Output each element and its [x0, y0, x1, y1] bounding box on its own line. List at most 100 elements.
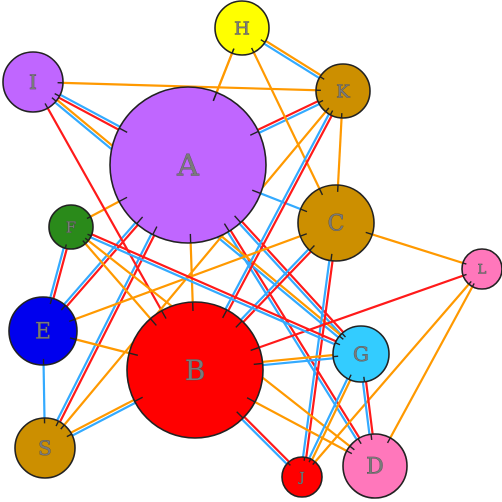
- node-label-s: S: [38, 436, 52, 460]
- node-i[interactable]: I: [2, 51, 64, 113]
- port-tick: [249, 130, 259, 136]
- edge-stroke: [71, 224, 363, 354]
- port-tick: [231, 48, 235, 54]
- node-circle: [332, 325, 390, 383]
- port-tick: [66, 433, 72, 438]
- node-label-g: G: [353, 342, 369, 366]
- edge-stroke: [299, 222, 336, 477]
- port-tick: [329, 110, 334, 116]
- port-tick: [370, 434, 373, 441]
- node-label-d: D: [366, 455, 384, 480]
- node-s[interactable]: S: [14, 417, 76, 479]
- node-circle: [48, 204, 94, 250]
- port-tick: [330, 253, 333, 261]
- port-tick: [222, 309, 228, 319]
- port-tick: [300, 233, 308, 237]
- port-tick: [260, 39, 266, 43]
- node-circle: [315, 63, 371, 119]
- port-tick: [312, 461, 316, 466]
- port-tick: [462, 273, 467, 277]
- node-a[interactable]: A: [109, 86, 267, 244]
- port-tick: [335, 342, 341, 346]
- node-circle: [109, 86, 267, 244]
- edge-c-j: [299, 222, 339, 478]
- node-b[interactable]: B: [126, 301, 264, 439]
- port-tick: [325, 107, 330, 113]
- node-c[interactable]: C: [297, 184, 375, 262]
- node-circle: [342, 433, 408, 499]
- port-tick: [55, 420, 60, 427]
- port-tick: [357, 438, 362, 445]
- node-l[interactable]: L: [461, 248, 502, 290]
- port-tick: [386, 437, 391, 444]
- node-h[interactable]: H: [214, 0, 270, 56]
- node-label-h: H: [234, 18, 250, 39]
- port-tick: [253, 362, 263, 366]
- port-tick: [348, 374, 352, 380]
- port-tick: [134, 396, 143, 402]
- port-tick: [250, 47, 255, 53]
- port-tick: [212, 92, 218, 102]
- node-label-b: B: [185, 354, 206, 387]
- edge-stroke: [69, 227, 361, 357]
- port-tick: [69, 337, 77, 341]
- node-g[interactable]: G: [332, 325, 390, 383]
- node-label-l: L: [478, 263, 487, 278]
- port-tick: [365, 231, 373, 236]
- node-j[interactable]: J: [281, 456, 323, 498]
- port-tick: [44, 103, 49, 109]
- port-tick: [341, 332, 347, 338]
- port-tick: [287, 462, 291, 466]
- port-tick: [68, 318, 76, 323]
- port-tick: [152, 226, 158, 235]
- node-circle: [461, 248, 502, 290]
- edge-stroke: [44, 90, 344, 449]
- port-tick: [308, 458, 312, 463]
- port-tick: [64, 244, 67, 249]
- port-tick: [363, 376, 366, 382]
- node-circle: [2, 51, 64, 113]
- port-tick: [318, 188, 324, 196]
- node-label-a: A: [176, 149, 199, 184]
- node-label-f: F: [66, 218, 76, 236]
- node-label-c: C: [328, 212, 345, 237]
- node-k[interactable]: K: [315, 63, 371, 119]
- port-tick: [318, 99, 324, 104]
- port-tick: [49, 297, 53, 305]
- node-label-k: K: [336, 81, 350, 102]
- port-tick: [236, 411, 244, 419]
- port-tick: [60, 424, 65, 430]
- port-tick: [118, 196, 128, 203]
- node-e[interactable]: E: [8, 296, 78, 366]
- port-tick: [54, 92, 60, 97]
- port-tick: [82, 240, 86, 245]
- port-tick: [246, 397, 256, 403]
- port-tick: [319, 76, 325, 80]
- port-tick: [136, 216, 144, 225]
- port-tick: [346, 450, 353, 455]
- edge-l-d: [374, 268, 483, 467]
- port-tick: [251, 189, 261, 195]
- edges-layer: [31, 25, 483, 479]
- port-tick: [51, 97, 57, 102]
- edge-f-g: [69, 224, 363, 357]
- port-tick: [338, 335, 344, 340]
- port-tick: [149, 318, 157, 326]
- node-f[interactable]: F: [48, 204, 94, 250]
- port-tick: [128, 352, 139, 357]
- port-tick: [250, 346, 260, 352]
- port-tick: [471, 283, 475, 287]
- port-tick: [468, 280, 472, 285]
- node-label-j: J: [297, 471, 304, 486]
- node-circle: [126, 301, 264, 439]
- port-tick: [309, 245, 315, 251]
- port-tick: [161, 310, 167, 319]
- port-tick: [462, 262, 467, 265]
- node-d[interactable]: D: [342, 433, 408, 499]
- node-circle: [214, 0, 270, 56]
- port-tick: [60, 304, 66, 311]
- edge-k-s: [44, 90, 344, 449]
- edge-stroke: [302, 223, 339, 478]
